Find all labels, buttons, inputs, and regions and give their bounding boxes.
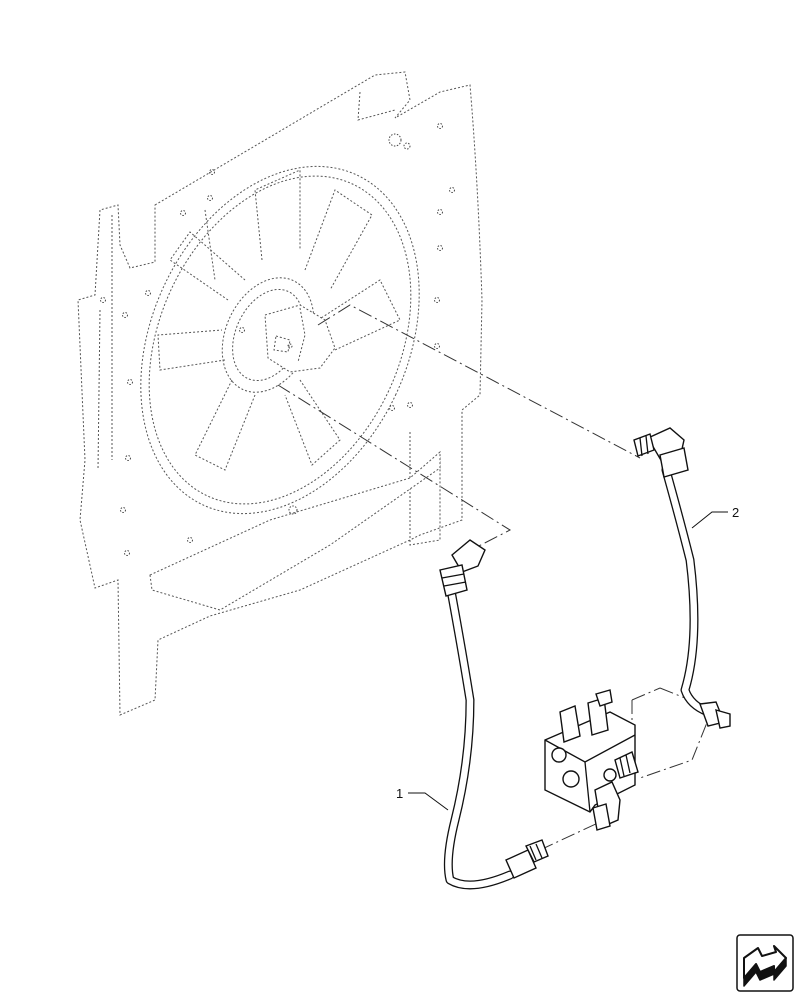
next-page-arrow-button[interactable]: [736, 934, 794, 992]
hydraulic-hose-2[interactable]: [633, 427, 731, 729]
fan-motor-icon: [221, 277, 336, 393]
fan-shroud-icon: [77, 71, 483, 716]
callout-2-label: 2: [732, 505, 739, 520]
callout-2: 2: [691, 505, 739, 529]
callout-1: 1: [396, 786, 449, 811]
shroud-mounting-holes: [100, 123, 455, 556]
valve-block-icon: [544, 689, 639, 831]
hydraulic-hose-1[interactable]: [439, 539, 549, 890]
callout-1-label: 1: [396, 786, 403, 801]
next-page-arrow-icon: [736, 934, 794, 992]
cooling-fan-icon: [140, 165, 420, 515]
